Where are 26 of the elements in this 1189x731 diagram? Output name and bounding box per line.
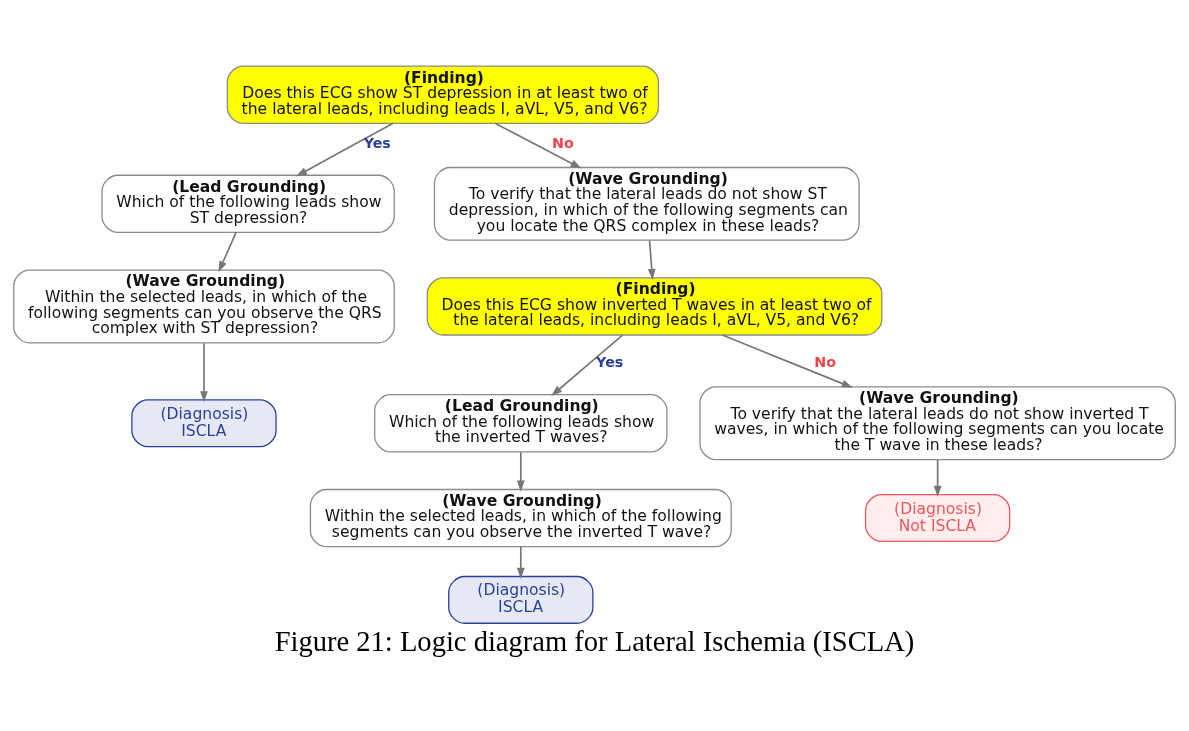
node-box: (Finding) Does this ECG show ST depression in at least two of the lateral leads, including leads I, aVL, V5, and V6? [226, 65, 660, 124]
arrow [218, 231, 237, 273]
arrow [721, 334, 853, 388]
node-box: (Diagnosis) ISCLA [131, 399, 277, 448]
arrow [516, 546, 525, 580]
edge-label: No [551, 134, 574, 151]
node-box: (Wave Grounding) Within the selected leads, in which of the following segments can you observe the inverted T wave? [309, 488, 732, 548]
arrow [551, 334, 624, 397]
edge-label: Yes [363, 134, 391, 151]
node-box: (Lead Grounding) Which of the following leads show the inverted T waves? [374, 394, 668, 453]
edge-label: No [814, 354, 837, 371]
node-box: (Finding) Does this ECG show inverted T waves in at least two of the lateral leads, including leads I, aVL, V5, and V6? [426, 277, 883, 336]
arrow [200, 342, 208, 403]
caption: Figure 21: Logic diagram for Lateral Ischemia (ISCLA) [274, 626, 915, 658]
arrow [933, 459, 942, 497]
node-box: (Wave Grounding) To verify that the lateral leads do not show inverted T waves, in which of the following segments can you locate the T wave in these leads? [699, 386, 1176, 461]
node-box: (Diagnosis) ISCLA [448, 575, 594, 624]
edge-label: Yes [596, 354, 624, 371]
arrow [494, 122, 582, 169]
node-box: (Wave Grounding) Within the selected leads, in which of the following segments can you observe the QRS complex with ST depression? [13, 269, 395, 344]
node-box: (Diagnosis) Not ISCLA [864, 494, 1011, 543]
node-box: (Lead Grounding) Which of the following leads show ST depression? [101, 174, 395, 234]
arrow [516, 451, 525, 492]
arrow [647, 239, 656, 281]
node-box: (Wave Grounding) To verify that the lateral leads do not show ST depression, in which of the following segments can you locate the QRS complex in these leads? [433, 166, 860, 241]
arrow [295, 122, 394, 177]
